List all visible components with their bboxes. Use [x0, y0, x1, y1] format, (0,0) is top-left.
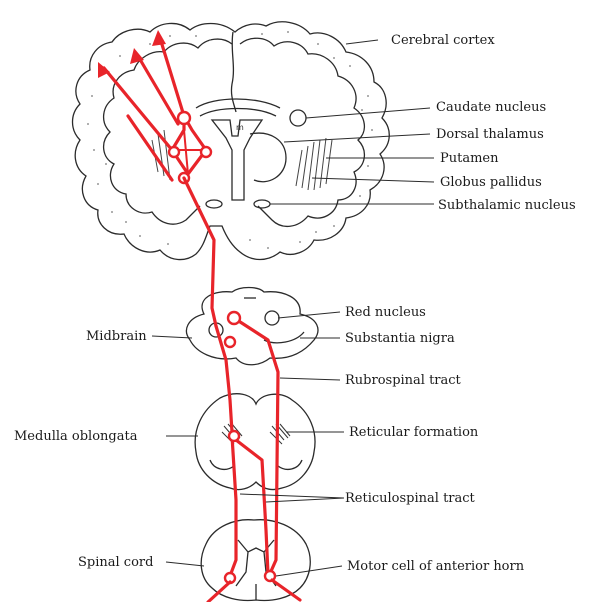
- subthalamic-nucleus: [254, 200, 270, 208]
- leader-reticulospinal-a: [240, 494, 344, 498]
- label-midbrain: Midbrain: [86, 329, 147, 344]
- leader-globus: [312, 178, 434, 182]
- leader-rubrospinal: [280, 378, 340, 380]
- cerebral-cortex-outline: [73, 22, 390, 260]
- spinal-cord-section: [201, 520, 310, 601]
- corpus-callosum-lower: [200, 109, 276, 117]
- leader-caudate: [306, 108, 430, 118]
- arrowhead-3: [98, 62, 110, 78]
- leader-cerebral-cortex: [346, 40, 378, 44]
- brain-coronal-section: m: [73, 22, 390, 260]
- leader-midbrain: [152, 336, 192, 338]
- node-reticular: [229, 431, 239, 441]
- cortex-stipple: [87, 31, 373, 249]
- node-red-nucleus: [228, 312, 240, 324]
- longitudinal-fissure: [231, 32, 236, 112]
- putamen: [296, 138, 332, 190]
- label-putamen: Putamen: [440, 151, 499, 166]
- label-substantia-nigra: Substantia nigra: [345, 331, 455, 346]
- label-subthalamic-nucleus: Subthalamic nucleus: [438, 198, 576, 213]
- node-caudate: [178, 112, 190, 124]
- subthalamic-nucleus-left: [206, 200, 222, 208]
- node-globus: [201, 147, 211, 157]
- label-caudate-nucleus: Caudate nucleus: [436, 100, 546, 115]
- label-medulla-oblongata: Medulla oblongata: [14, 429, 138, 444]
- svg-text:m: m: [236, 123, 244, 132]
- dorsal-thalamus: [250, 133, 286, 182]
- medulla-section: [195, 394, 315, 490]
- node-putamen: [169, 147, 179, 157]
- arrowhead-1: [152, 30, 166, 46]
- cortical-projection-1: [160, 38, 184, 116]
- leader-spinal-cord: [166, 562, 204, 566]
- cortical-projection-3: [104, 68, 172, 150]
- corpus-callosum: [196, 99, 280, 108]
- medulla-outline: [195, 394, 315, 490]
- label-cerebral-cortex: Cerebral cortex: [391, 33, 495, 48]
- cortex-inner-outline-right: [240, 38, 364, 226]
- midbrain-section: [186, 288, 317, 365]
- label-reticulospinal-tract: Reticulospinal tract: [345, 491, 476, 506]
- label-red-nucleus: Red nucleus: [345, 305, 426, 320]
- label-reticular-formation: Reticular formation: [349, 425, 479, 440]
- caudate-nucleus: [290, 110, 306, 126]
- midbrain-outline: [186, 288, 317, 365]
- label-spinal-cord: Spinal cord: [78, 555, 153, 570]
- lateral-ventricles: [212, 120, 262, 200]
- label-rubrospinal-tract: Rubrospinal tract: [345, 373, 462, 388]
- label-globus-pallidus: Globus pallidus: [440, 175, 542, 190]
- leader-thalamus: [284, 134, 430, 142]
- label-motor-cell: Motor cell of anterior horn: [347, 559, 525, 574]
- label-dorsal-thalamus: Dorsal thalamus: [436, 127, 544, 142]
- node-substantia-nigra: [225, 337, 235, 347]
